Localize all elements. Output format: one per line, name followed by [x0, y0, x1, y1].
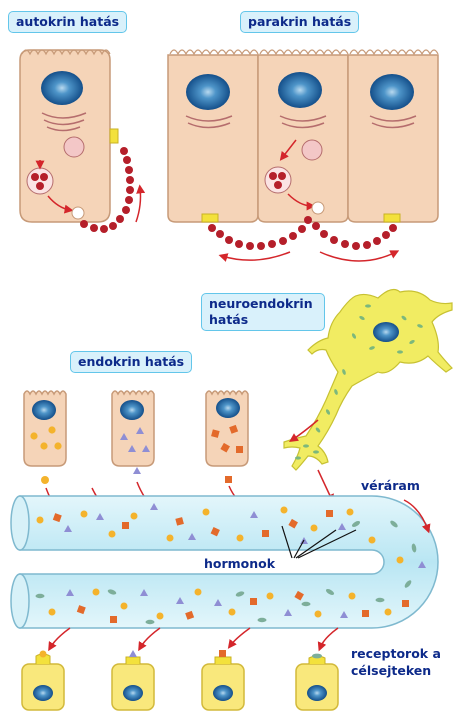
nucleus-icon [186, 74, 230, 110]
receptor-icon [201, 213, 219, 223]
nucleus-icon [370, 74, 414, 110]
target-cell-2 [111, 650, 155, 711]
arrow-icon [218, 251, 291, 262]
hormones-label: hormonok [204, 556, 276, 571]
hormone-particles-lower [35, 588, 369, 625]
target-cell-4 [295, 653, 339, 711]
neuroendocrine-label: neuroendokrin hatás [201, 293, 325, 331]
arrow-icon [317, 469, 334, 504]
nucleus-icon [120, 400, 144, 420]
paracrine-secretion [208, 216, 397, 250]
receptor-icon [109, 128, 119, 144]
bloodstream-label: véráram [361, 478, 420, 493]
target-cell-3 [201, 650, 245, 711]
receptors-label: receptorok a célsejteken [351, 645, 441, 679]
endocrine-cell-3 [205, 390, 249, 467]
arrow-icon [135, 184, 146, 223]
vesicle-icon [63, 136, 85, 158]
target-arrows [48, 627, 339, 652]
receptors-label-line1: receptorok a [351, 646, 441, 661]
receptor-icon [214, 656, 232, 664]
neuron-icon [283, 288, 453, 471]
paracrine-cell-3 [347, 49, 439, 223]
nucleus-icon [307, 685, 327, 701]
secretory-vesicle-icon [264, 166, 292, 194]
arrow-icon [403, 499, 431, 534]
nucleus-icon [123, 685, 143, 701]
receptor-icon [125, 656, 141, 664]
endocrine-cell-2 [111, 390, 155, 467]
arrow-icon [289, 419, 319, 442]
autocrine-secretion [80, 147, 134, 233]
nucleus-icon [33, 685, 53, 701]
nucleus-icon [32, 400, 56, 420]
autocrine-cell [19, 49, 119, 223]
receptor-icon [383, 213, 401, 223]
endocrine-cell-1 [23, 390, 67, 467]
arrow-icon [319, 250, 400, 262]
nucleus-icon [373, 322, 399, 342]
paracrine-label: parakrin hatás [240, 11, 360, 33]
hormone-pointer-lines [281, 525, 357, 559]
secretory-vesicle-icon [26, 167, 54, 195]
target-cell-1 [21, 650, 65, 711]
autocrine-label: autokrin hatás [8, 11, 128, 33]
nucleus-icon [41, 71, 83, 105]
golgi-icon [41, 112, 87, 132]
endocrine-label: endokrin hatás [70, 351, 193, 373]
paracrine-cell-2 [257, 49, 349, 223]
paracrine-cell-1 [167, 49, 259, 223]
nucleus-icon [278, 72, 322, 108]
receptors-label-line2: célsejteken [351, 663, 432, 678]
nucleus-icon [216, 398, 240, 418]
nucleus-icon [213, 685, 233, 701]
